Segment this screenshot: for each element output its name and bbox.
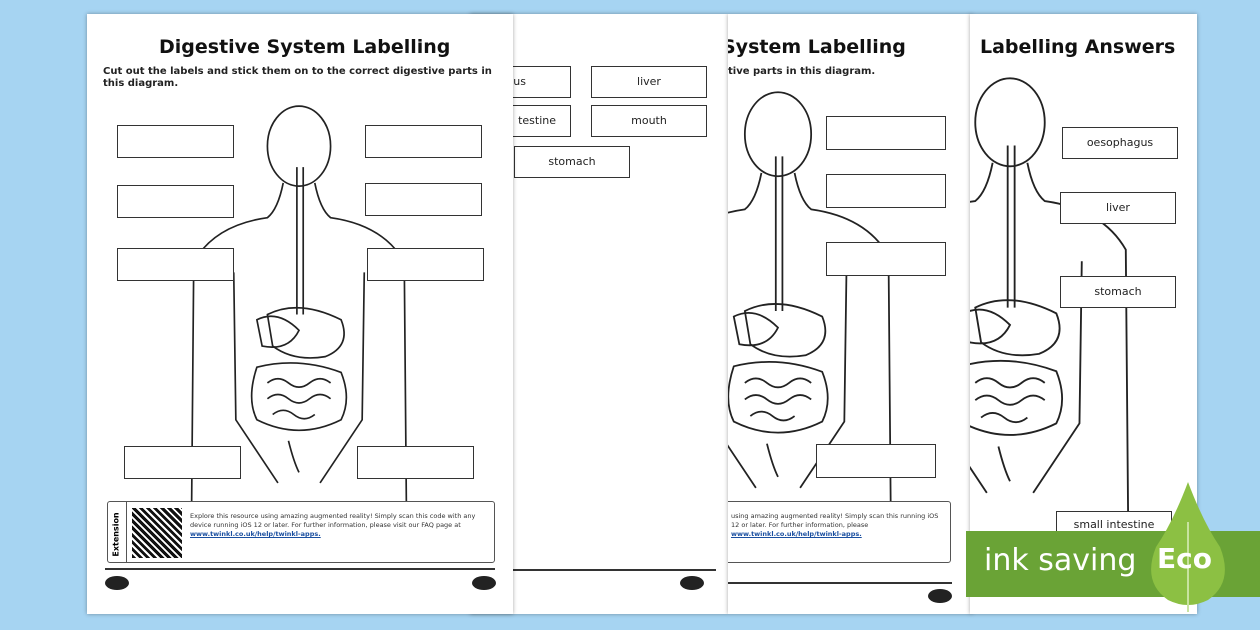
blank-label-box (826, 242, 946, 276)
blank-label-box (365, 183, 482, 216)
instructions: Cut out the labels and stick them on to … (103, 66, 492, 89)
extension-tab: Extension (108, 502, 127, 562)
help-link[interactable]: www.twinkl.co.uk/help/twinkl-apps. (190, 530, 321, 538)
label-card-liver: liver (591, 66, 707, 98)
footer-line (728, 582, 952, 584)
page-title: Labelling Answers (980, 36, 1176, 58)
blank-label-box (117, 248, 234, 281)
label-card-stomach: stomach (514, 146, 630, 178)
worksheet-page-1: Digestive System Labelling Cut out the l… (87, 14, 513, 614)
extension-text: Explore this resource using amazing augm… (190, 512, 476, 538)
answer-label-oesophagus: oesophagus (1062, 127, 1178, 159)
label-card-mouth: mouth (591, 105, 707, 137)
help-link[interactable]: www.twinkl.co.uk/help/twinkl-apps. (731, 530, 862, 538)
blank-label-box (117, 185, 234, 218)
twinkl-logo (472, 576, 496, 590)
blank-label-box (357, 446, 474, 479)
footer-line (105, 568, 495, 570)
blank-label-box (816, 444, 936, 478)
blank-label-box (124, 446, 241, 479)
extension-box: Extension Explore this resource using am… (107, 501, 495, 563)
leaf-drop-icon (1151, 482, 1225, 612)
worksheet-page-3: System Labelling tive parts in this diag… (728, 14, 972, 614)
extension-box: using amazing augmented reality! Simply … (728, 501, 951, 563)
blank-label-box (826, 116, 946, 150)
eco-label: Eco (1157, 542, 1212, 575)
page-title: System Labelling (728, 36, 906, 58)
answer-label-stomach: stomach (1060, 276, 1176, 308)
worksheet-page-4-answers: Labelling Answers oesophagus liver stoma… (970, 14, 1197, 614)
digestive-system-diagram (190, 105, 408, 504)
twinkl-logo (680, 576, 704, 590)
extension-text: using amazing augmented reality! Simply … (731, 512, 939, 538)
blank-label-box (365, 125, 482, 158)
footer-line (470, 569, 716, 571)
page-title: Digestive System Labelling (159, 36, 451, 58)
blank-label-box (117, 125, 234, 158)
answer-label-liver: liver (1060, 192, 1176, 224)
ink-saving-text: ink saving (984, 543, 1137, 578)
labels-sheet-page: us liver testine mouth stomach (470, 14, 728, 614)
twinkl-logo (928, 589, 952, 603)
instructions: tive parts in this diagram. (728, 66, 876, 77)
twinkl-logo (105, 576, 129, 590)
qr-code[interactable] (132, 508, 182, 558)
blank-label-box (826, 174, 946, 208)
blank-label-box (367, 248, 484, 281)
